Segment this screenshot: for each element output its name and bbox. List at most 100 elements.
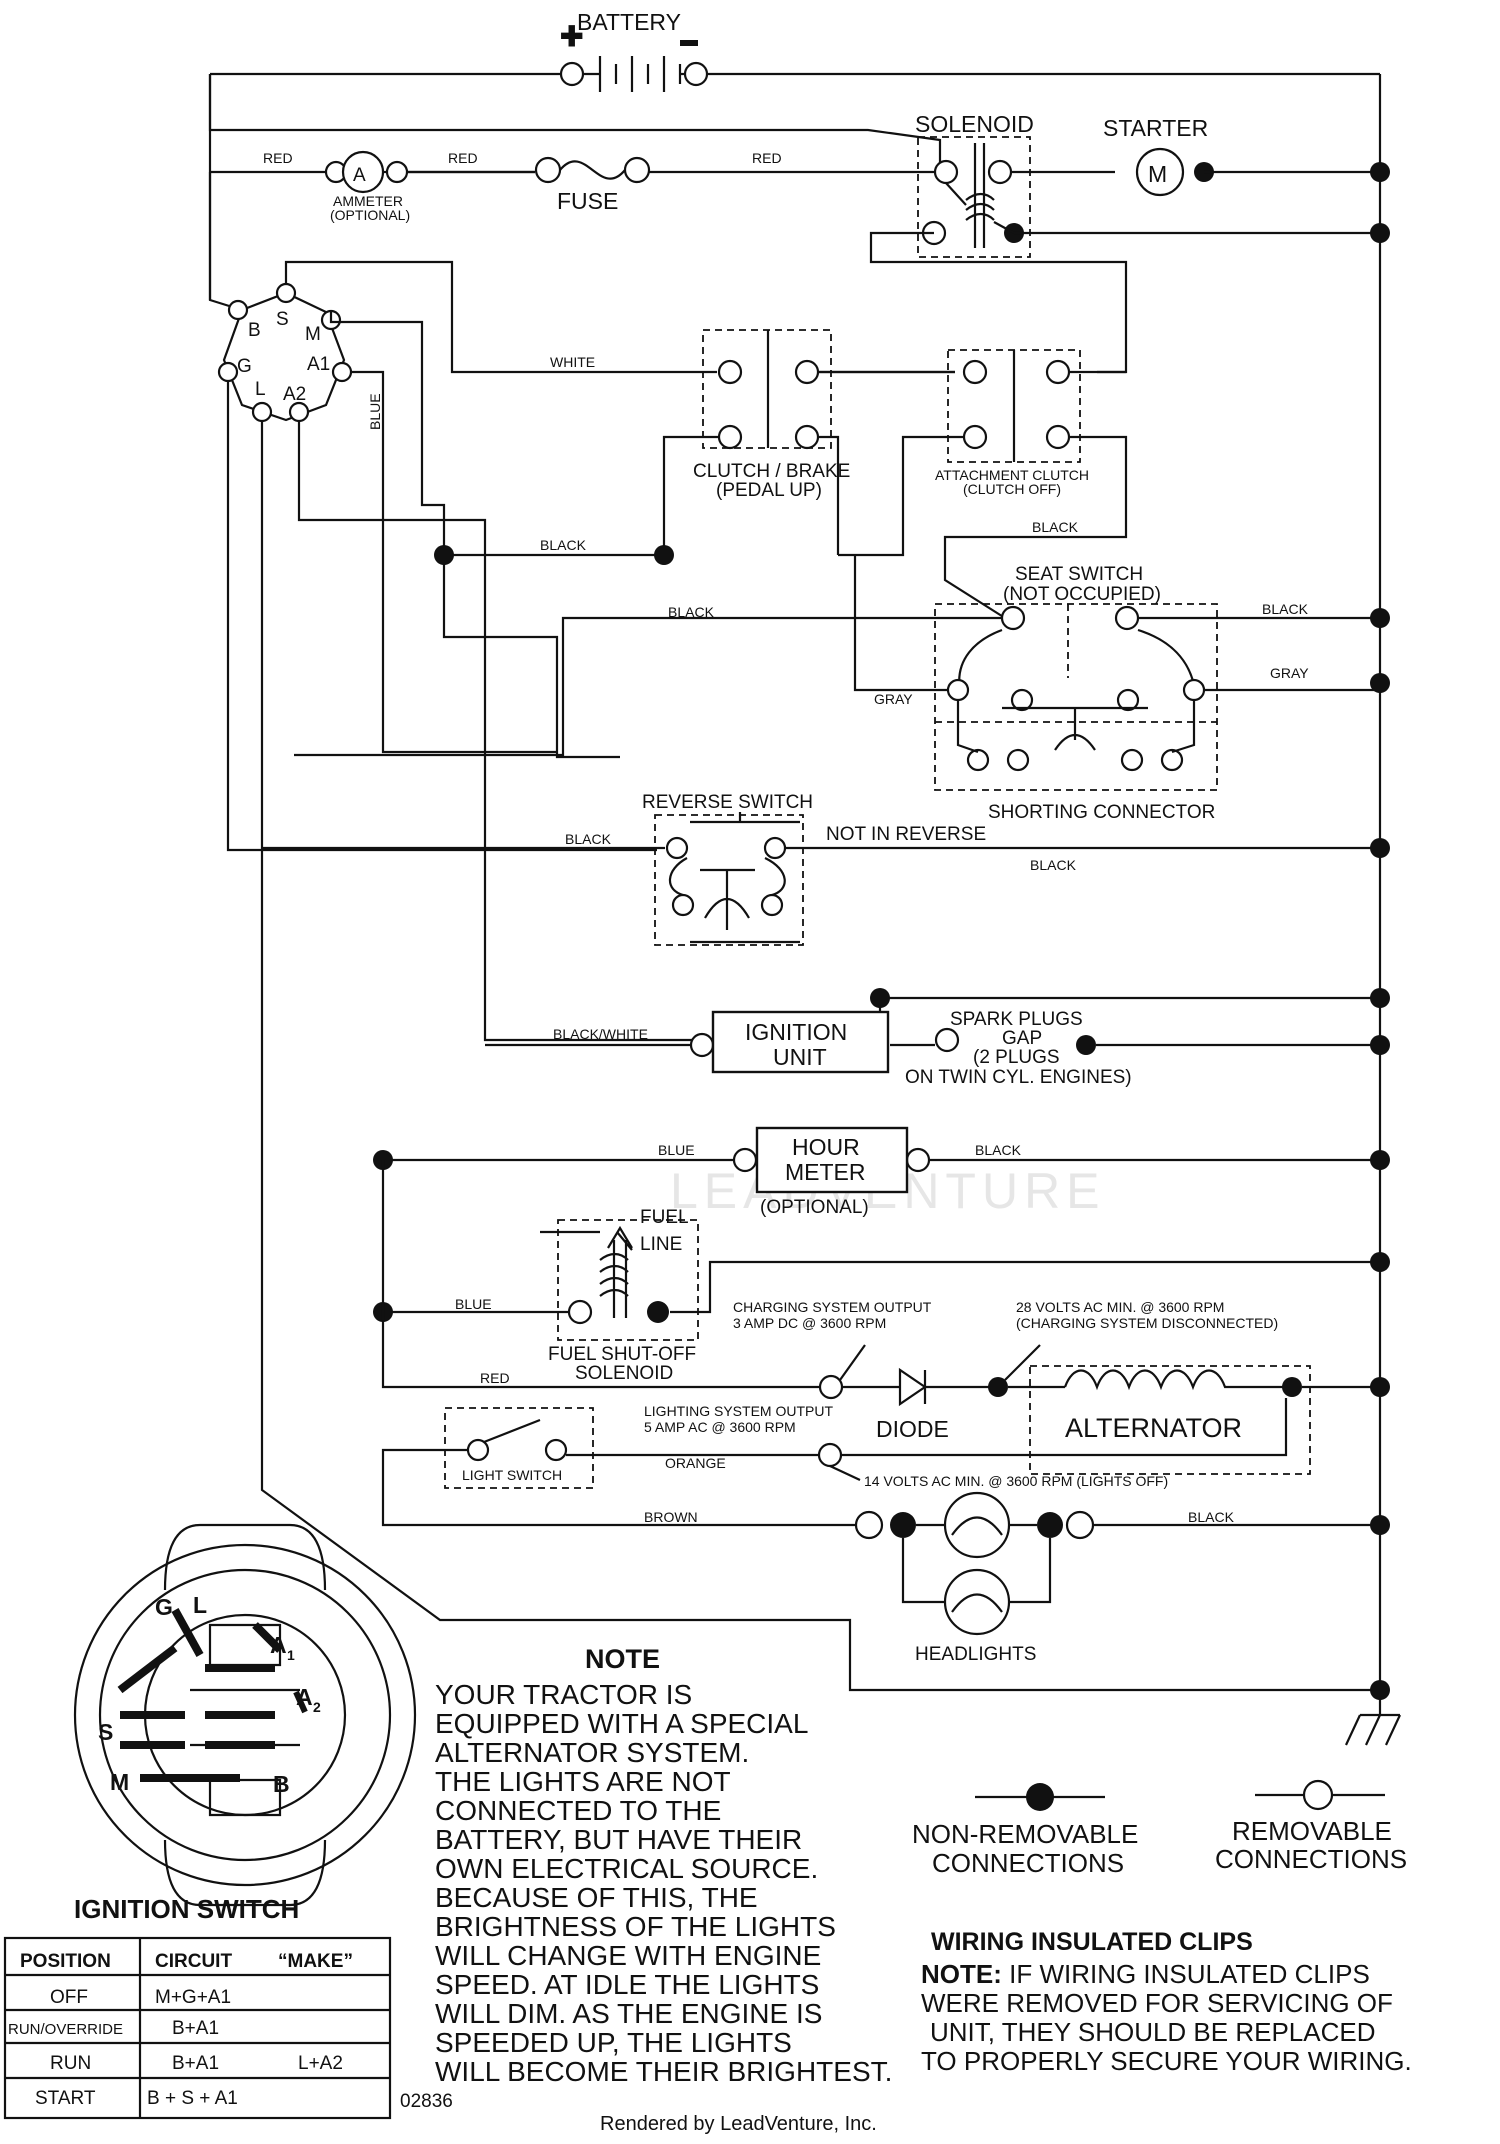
- terminal-l: L: [255, 379, 266, 400]
- charging-output-value: 3 AMP DC @ 3600 RPM: [733, 1315, 886, 1331]
- attachment-clutch-sub: (CLUTCH OFF): [963, 481, 1061, 497]
- face-g: G: [155, 1594, 173, 1620]
- battery: ✚ BATTERY: [208, 9, 1380, 300]
- note-line: SPEEDED UP, THE LIGHTS: [435, 2027, 792, 2058]
- starter-motor: M STARTER: [1103, 115, 1214, 197]
- table-row-position: RUN/OVERRIDE: [8, 2021, 123, 2038]
- wire-label-red: RED: [480, 1370, 510, 1386]
- legend-removable-label: REMOVABLE: [1232, 1816, 1392, 1846]
- clips-line-1-text: IF WIRING INSULATED CLIPS: [1002, 1959, 1370, 1989]
- face-b: B: [273, 1771, 290, 1797]
- wire-label-black: BLACK: [1262, 601, 1309, 617]
- spark-plugs-gap: GAP: [1002, 1028, 1042, 1049]
- wire-label-red: RED: [752, 150, 782, 166]
- lighting-output-value: 5 AMP AC @ 3600 RPM: [644, 1419, 796, 1435]
- light-switch-label: LIGHT SWITCH: [462, 1467, 562, 1483]
- hour-meter-optional: (OPTIONAL): [760, 1197, 869, 1218]
- battery-label: BATTERY: [577, 9, 681, 35]
- ignition-table: POSITION CIRCUIT “MAKE” OFF M+G+A1 RUN/O…: [3, 1936, 392, 2120]
- wire-label-gray: GRAY: [874, 691, 913, 707]
- alternator-label: ALTERNATOR: [1065, 1413, 1242, 1443]
- hour-meter-label: HOUR: [792, 1134, 860, 1160]
- terminal-a1: A1: [307, 354, 330, 375]
- ignition-switch-title: IGNITION SWITCH: [74, 1894, 299, 1924]
- wire-label-black: BLACK: [668, 604, 715, 620]
- diode-label: DIODE: [876, 1416, 949, 1442]
- terminal-g: G: [237, 356, 252, 377]
- shorting-connector-label: SHORTING CONNECTOR: [988, 802, 1215, 823]
- clips-note-label: NOTE:: [921, 1959, 1002, 1989]
- spark-plugs-label: SPARK PLUGS: [950, 1009, 1083, 1030]
- ignition-unit: IGNITION UNIT: [689, 1010, 890, 1074]
- solenoid: SOLENOID: [915, 111, 1034, 258]
- legend-non-removable-label: NON-REMOVABLE: [912, 1819, 1138, 1849]
- wire-label-orange: ORANGE: [665, 1455, 726, 1471]
- headlights: HEADLIGHTS: [854, 1491, 1095, 1665]
- volts14-label: 14 VOLTS AC MIN. @ 3600 RPM (LIGHTS OFF): [864, 1473, 1168, 1489]
- note-line: EQUIPPED WITH A SPECIAL: [435, 1708, 808, 1739]
- clips-line-2: WERE REMOVED FOR SERVICING OF: [921, 1988, 1393, 2018]
- note-line: CONNECTED TO THE: [435, 1795, 721, 1826]
- terminal-a2: A2: [283, 384, 306, 405]
- spark-plugs-twin: ON TWIN CYL. ENGINES): [905, 1067, 1132, 1088]
- legend-connections-label: CONNECTIONS: [1215, 1844, 1407, 1874]
- ammeter-optional: (OPTIONAL): [330, 207, 410, 223]
- fuel-shutoff-solenoid: FUEL LINE FUEL SHUT-OFF SOLENOID: [540, 1207, 699, 1384]
- attachment-clutch-switch: ATTACHMENT CLUTCH (CLUTCH OFF): [935, 349, 1089, 497]
- face-a1: A: [270, 1632, 287, 1658]
- ammeter-label: AMMETER: [333, 193, 403, 209]
- table-row-position: START: [35, 2088, 96, 2109]
- table-row-circuit: B+A1: [172, 2053, 219, 2074]
- diode: DIODE: [842, 1367, 998, 1442]
- terminal-m: M: [305, 324, 321, 345]
- wire-label-black: BLACK: [1188, 1509, 1235, 1525]
- ignition-unit-sub: UNIT: [773, 1044, 827, 1070]
- table-row-circuit: B+A1: [172, 2018, 219, 2039]
- wire-label-black: BLACK: [975, 1142, 1022, 1158]
- fuel-line-sub: LINE: [640, 1234, 682, 1255]
- table-row-position: OFF: [50, 1987, 88, 2008]
- hour-meter-sub: METER: [785, 1159, 866, 1185]
- fuse: FUSE: [407, 156, 651, 214]
- terminal-s: S: [276, 309, 289, 330]
- face-m: M: [110, 1769, 129, 1795]
- face-l: L: [193, 1592, 207, 1618]
- wire-label-white: WHITE: [550, 354, 595, 370]
- headlights-label: HEADLIGHTS: [915, 1644, 1036, 1665]
- note-line: SPEED. AT IDLE THE LIGHTS: [435, 1969, 819, 2000]
- fuse-label: FUSE: [557, 188, 618, 214]
- clips-line-4: TO PROPERLY SECURE YOUR WIRING.: [921, 2046, 1412, 2076]
- clutch-brake-switch: CLUTCH / BRAKE (PEDAL UP): [693, 329, 850, 501]
- note-line: OWN ELECTRICAL SOURCE.: [435, 1853, 818, 1884]
- legend-removable: REMOVABLE CONNECTIONS: [1215, 1779, 1407, 1874]
- note-line: ALTERNATOR SYSTEM.: [435, 1737, 749, 1768]
- clips-note: NOTE: IF WIRING INSULATED CLIPS WERE REM…: [921, 1959, 1412, 2076]
- clutch-brake-sub: (PEDAL UP): [716, 480, 822, 501]
- not-in-reverse-label: NOT IN REVERSE: [826, 824, 986, 845]
- face-a2: A: [296, 1684, 313, 1710]
- wire-label-blue: BLUE: [367, 393, 383, 430]
- ammeter: A AMMETER (OPTIONAL): [324, 150, 410, 223]
- table-row-make: L+A2: [298, 2053, 343, 2074]
- fuel-line-label: FUEL: [640, 1207, 689, 1228]
- starter-symbol: M: [1148, 161, 1167, 187]
- wire-label-red: RED: [263, 150, 293, 166]
- note-line: YOUR TRACTOR IS: [435, 1679, 692, 1710]
- attachment-clutch-label: ATTACHMENT CLUTCH: [935, 467, 1089, 483]
- wire-label-black: BLACK: [565, 831, 612, 847]
- clips-title: WIRING INSULATED CLIPS: [931, 1928, 1253, 1956]
- hour-meter: HOUR METER (OPTIONAL): [732, 1126, 931, 1218]
- face-s: S: [98, 1719, 113, 1745]
- note-line: BRIGHTNESS OF THE LIGHTS: [435, 1911, 836, 1942]
- fuel-solenoid-sub: SOLENOID: [575, 1363, 673, 1384]
- ignition-unit-label: IGNITION: [745, 1019, 847, 1045]
- table-row-circuit: B + S + A1: [147, 2088, 238, 2109]
- battery-plus: ✚: [560, 21, 583, 52]
- table-header-make: “MAKE”: [278, 1951, 353, 1972]
- spark-plugs: SPARK PLUGS GAP (2 PLUGS ON TWIN CYL. EN…: [905, 1009, 1380, 1088]
- note-line: WILL DIM. AS THE ENGINE IS: [435, 1998, 822, 2029]
- wire-label-black-white: BLACK/WHITE: [553, 1026, 648, 1042]
- table-header-position: POSITION: [20, 1951, 111, 1972]
- part-number: 02836: [400, 2091, 453, 2112]
